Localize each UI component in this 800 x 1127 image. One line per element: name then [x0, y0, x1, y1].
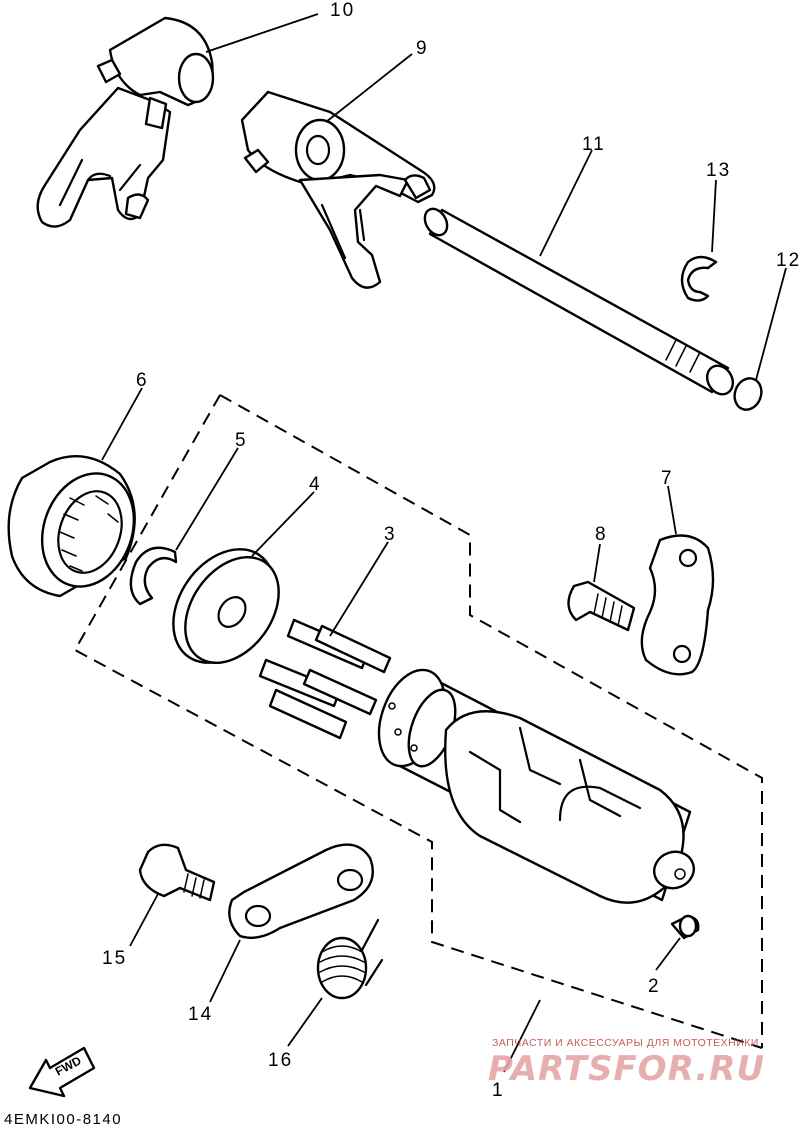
- callout-3: 3: [384, 524, 397, 545]
- part-11-guide-bar: [423, 207, 735, 396]
- callout-11: 11: [582, 134, 606, 155]
- callout-16: 16: [268, 1050, 293, 1071]
- part-14-stopper-lever: [228, 843, 374, 939]
- callout-2: 2: [648, 976, 661, 997]
- callout-1: 1: [492, 1080, 505, 1101]
- part-2-dowel-pin: [670, 914, 700, 940]
- callout-15: 15: [102, 948, 127, 969]
- part-5-circlip: [129, 546, 178, 606]
- callout-5: 5: [235, 430, 248, 451]
- part-6-bearing: [7, 455, 136, 598]
- watermark-brand: PARTSFOR.RU: [488, 1049, 765, 1089]
- watermark-tagline: ЗАПЧАСТИ И АКСЕССУАРЫ ДЛЯ МОТОТЕХНИКИ: [492, 1037, 759, 1049]
- part-12-plug: [733, 377, 763, 411]
- assembly-boundary-dashed: [73, 394, 763, 1049]
- part-8-screw: [567, 580, 636, 632]
- callout-numbers: 10 9 11 13 12 6 5 4 3 7 8 2 15 14 16 1: [102, 0, 800, 1101]
- part-16-torsion-spring: [316, 918, 384, 1000]
- part-9-shift-fork: [240, 90, 436, 289]
- watermark: ЗАПЧАСТИ И АКСЕССУАРЫ ДЛЯ МОТОТЕХНИКИ PA…: [488, 1037, 765, 1089]
- callout-7: 7: [661, 468, 674, 489]
- callout-12: 12: [776, 250, 800, 271]
- part-1-shift-cam: [377, 668, 695, 904]
- callout-6: 6: [136, 370, 149, 391]
- callout-8: 8: [595, 524, 608, 545]
- fwd-arrow-icon: FWD: [28, 1046, 96, 1098]
- part-10-shift-fork: [36, 16, 215, 228]
- part-15-bolt: [138, 843, 216, 902]
- part-13-circlip: [680, 255, 718, 302]
- callout-13: 13: [706, 160, 731, 181]
- callout-10: 10: [330, 0, 355, 21]
- callout-14: 14: [188, 1004, 213, 1025]
- diagram-code: 4EMKI00-8140: [4, 1111, 122, 1127]
- part-4-washer: [172, 548, 280, 664]
- leader-lines: [101, 13, 787, 1073]
- part-3-pins: [258, 618, 392, 740]
- callout-4: 4: [309, 474, 322, 495]
- callout-9: 9: [416, 38, 429, 59]
- part-7-stopper-plate: [640, 534, 715, 676]
